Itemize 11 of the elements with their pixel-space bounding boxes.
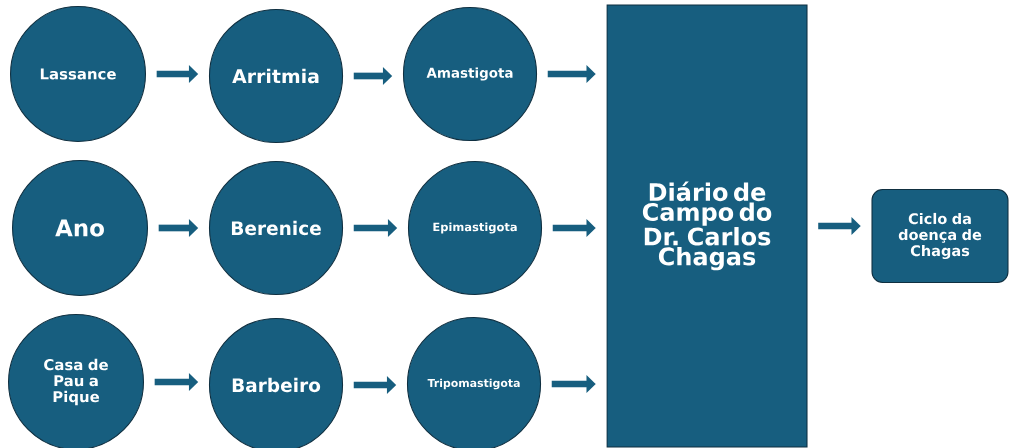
circle-node: Barbeiro <box>208 317 344 448</box>
circle-node: Berenice <box>208 160 344 296</box>
circle-node: Amastigota <box>402 6 538 142</box>
circle-node: Arritmia <box>208 8 344 144</box>
circle-node: Casa de Pau a Pique <box>8 314 144 448</box>
circle-node: Tripomastigota <box>406 316 542 448</box>
diary-box: Diário de Campo do Dr. Carlos Chagas <box>606 4 808 448</box>
result-box: Ciclo da doença de Chagas <box>871 188 1009 284</box>
circle-node: Epimastigota <box>407 160 543 296</box>
circle-node: Ano <box>12 160 148 296</box>
circle-node: Lassance <box>10 6 146 142</box>
